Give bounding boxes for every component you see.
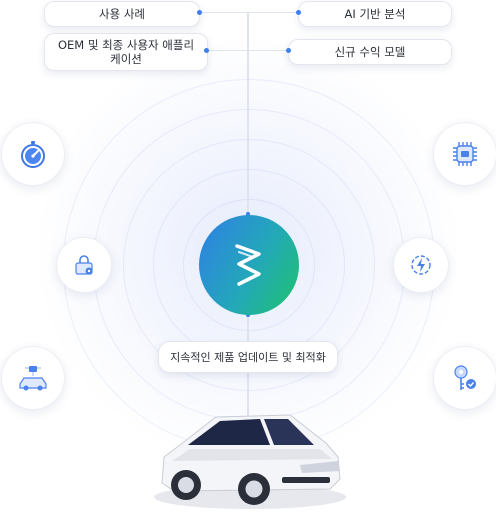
connector-dot-left-1 xyxy=(197,10,202,15)
continuous-updates-label: 지속적인 제품 업데이트 및 최적화 xyxy=(170,351,326,364)
chip-circle xyxy=(433,122,496,186)
revenue-models-label: 신규 수익 모델 xyxy=(334,45,406,59)
key-check-circle xyxy=(433,346,496,410)
connector-left-1 xyxy=(200,12,248,13)
oem-apps-pill: OEM 및 최종 사용자 애플리 케이션 xyxy=(44,33,208,71)
ai-analytics-pill: AI 기반 분석 xyxy=(298,1,452,27)
connector-dot-right-2 xyxy=(286,48,291,53)
connector-dot-right-1 xyxy=(296,10,301,15)
connector-right-2 xyxy=(248,50,288,51)
chip-icon xyxy=(453,142,477,166)
revenue-models-pill: 신규 수익 모델 xyxy=(288,39,452,65)
speed-dial-icon xyxy=(21,141,45,168)
use-cases-pill: 사용 사례 xyxy=(44,1,200,27)
connector-dot-logo-top xyxy=(246,212,250,216)
lock-card-icon xyxy=(75,255,93,275)
lock-card-circle xyxy=(56,237,112,293)
oem-apps-label: OEM 및 최종 사용자 애플리 케이션 xyxy=(57,38,195,66)
brand-logo-icon xyxy=(235,244,261,286)
ai-analytics-label: AI 기반 분석 xyxy=(344,7,406,21)
connector-right-1 xyxy=(248,12,298,13)
lightning-circle xyxy=(393,237,449,293)
connector-dot-logo-bottom xyxy=(246,313,250,317)
key-check-icon xyxy=(454,365,476,390)
brand-logo xyxy=(199,215,299,315)
continuous-updates-pill: 지속적인 제품 업데이트 및 최적화 xyxy=(158,341,338,373)
use-cases-label: 사용 사례 xyxy=(99,7,145,21)
connected-car-icon xyxy=(19,366,47,391)
connector-main xyxy=(247,12,249,342)
connector-lower xyxy=(247,371,249,421)
lightning-icon xyxy=(411,255,431,275)
connector-left-2 xyxy=(207,50,248,51)
speed-dial-circle xyxy=(1,122,65,186)
suv-car-icon xyxy=(154,414,346,509)
connected-car-circle xyxy=(1,346,65,410)
connector-dot-left-2 xyxy=(204,48,209,53)
